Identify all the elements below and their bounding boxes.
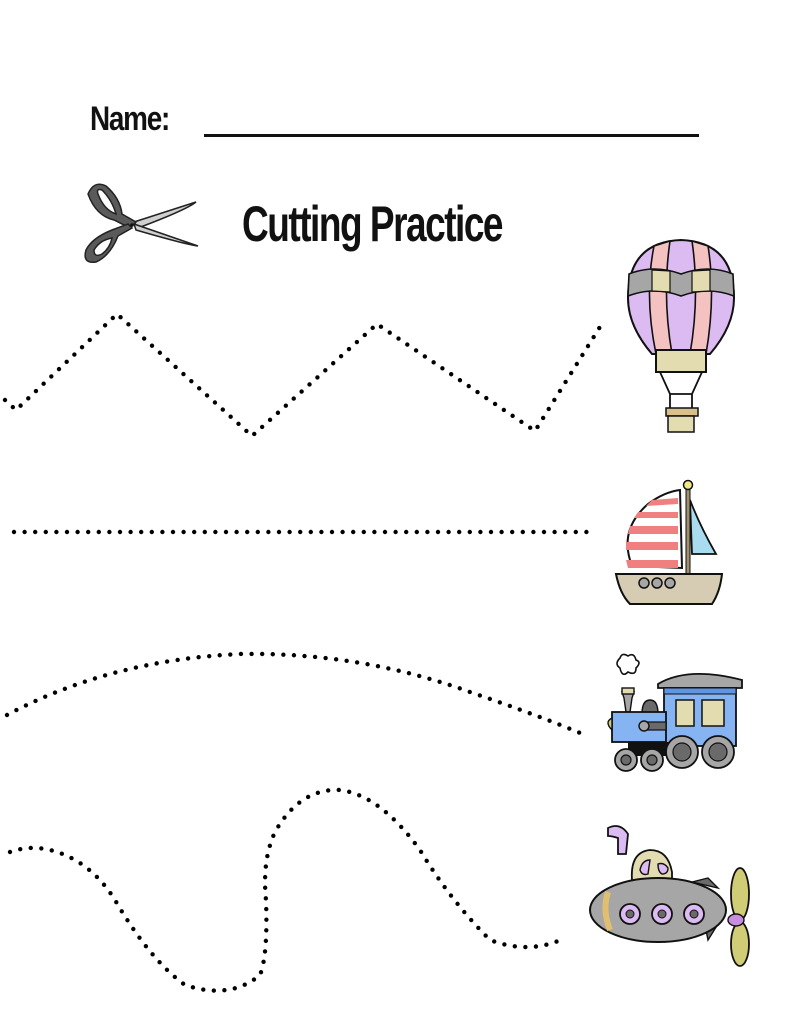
- wave-cut-line[interactable]: [7, 787, 568, 993]
- submarine-picture: [589, 825, 750, 967]
- arc-cut-line[interactable]: [4, 651, 588, 738]
- hot-air-balloon-picture: [626, 238, 736, 433]
- steam-train-picture: [607, 653, 743, 772]
- zigzag-cut-line[interactable]: [2, 311, 606, 439]
- sailboat-picture: [614, 479, 724, 605]
- worksheet-title: Cutting Practice: [242, 196, 504, 252]
- name-label: Name:: [90, 100, 170, 138]
- name-write-line[interactable]: [204, 134, 699, 137]
- scissors-icon: [84, 183, 199, 263]
